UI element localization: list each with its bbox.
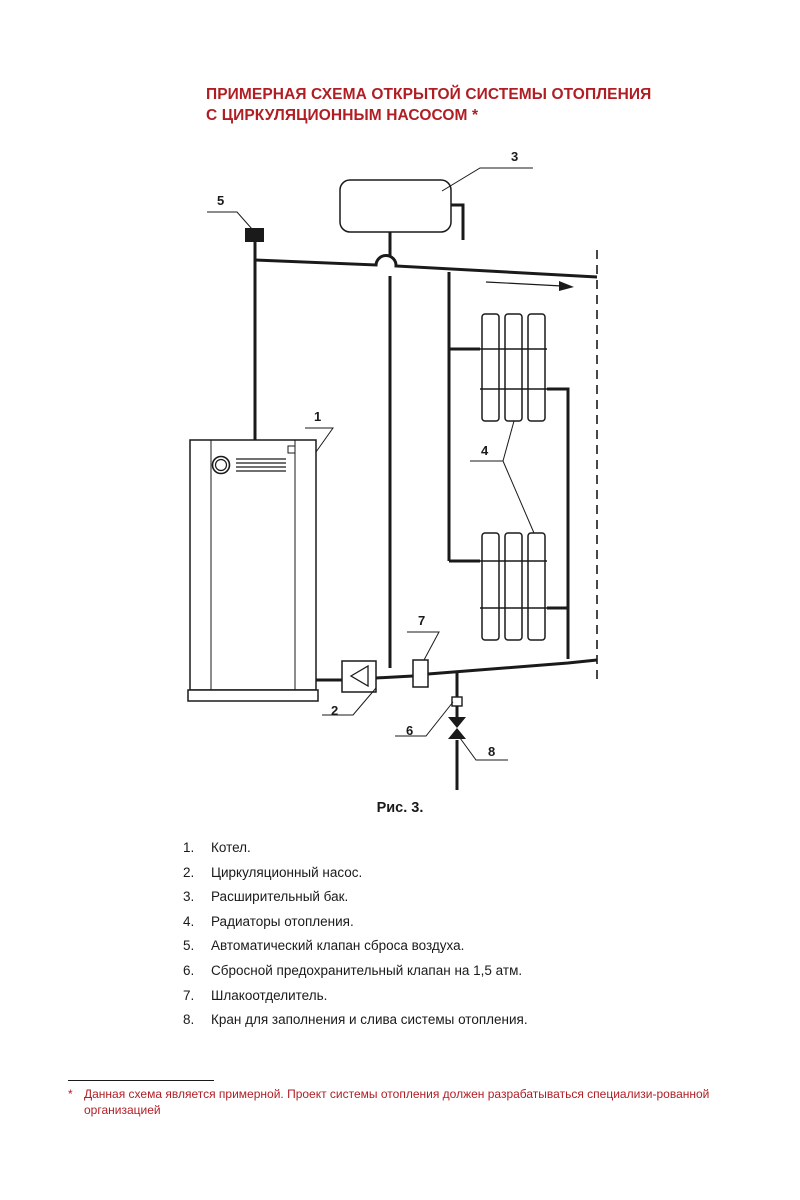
callout-6: 6 bbox=[406, 723, 413, 738]
callout-7: 7 bbox=[418, 613, 425, 628]
legend-item-text: Радиаторы отопления. bbox=[211, 913, 354, 929]
callout-5: 5 bbox=[217, 193, 224, 208]
supply-main-pipe bbox=[254, 254, 598, 279]
footnote-marker: * bbox=[68, 1087, 73, 1101]
footnote: * Данная схема является примерной. Проек… bbox=[68, 1086, 728, 1118]
legend-item: 2. Циркуляционный насос. bbox=[183, 861, 528, 886]
callout-3: 3 bbox=[511, 149, 518, 164]
boiler-icon bbox=[187, 439, 319, 702]
legend-item-text: Расширительный бак. bbox=[211, 889, 349, 905]
lower-radiator-icon bbox=[480, 532, 547, 641]
legend-item-text: Сбросной предохранительный клапан на 1,5… bbox=[211, 962, 523, 978]
safety-valve-icon bbox=[451, 696, 463, 707]
legend-item: 5. Автоматический клапан сброса воздуха. bbox=[183, 934, 528, 959]
page-title: ПРИМЕРНАЯ СХЕМА ОТКРЫТОЙ СИСТЕМЫ ОТОПЛЕН… bbox=[206, 84, 651, 126]
legend-item: 1. Котел. bbox=[183, 836, 528, 861]
callout-4: 4 bbox=[481, 443, 489, 458]
legend-item-text: Циркуляционный насос. bbox=[211, 864, 363, 880]
legend-item-text: Шлакоотделитель. bbox=[211, 987, 328, 1003]
title-line-1: ПРИМЕРНАЯ СХЕМА ОТКРЫТОЙ СИСТЕМЫ ОТОПЛЕН… bbox=[206, 86, 652, 103]
legend-item-text: Котел. bbox=[211, 840, 251, 855]
slag-separator-icon bbox=[412, 659, 429, 688]
legend-item-number: 6. bbox=[183, 962, 195, 978]
air-vent-icon bbox=[245, 228, 264, 242]
legend-item-number: 4. bbox=[183, 913, 195, 929]
callout-leader-lines bbox=[207, 167, 535, 761]
title-line-2: С ЦИРКУЛЯЦИОННЫМ НАСОСОМ * bbox=[206, 107, 479, 124]
legend-item-number: 3. bbox=[183, 889, 195, 905]
legend-item: 8. Кран для заполнения и слива системы от… bbox=[183, 1008, 528, 1033]
callout-2: 2 bbox=[331, 703, 338, 718]
footnote-divider bbox=[68, 1080, 214, 1081]
legend-item-number: 8. bbox=[183, 1012, 195, 1028]
flow-direction-arrow-icon bbox=[485, 281, 574, 291]
footnote-text: Данная схема является примерной. Проект … bbox=[84, 1087, 710, 1117]
legend-item-number: 5. bbox=[183, 938, 195, 954]
legend-list: 1. Котел. 2. Циркуляционный насос. 3. Расши… bbox=[183, 836, 528, 1033]
return-main-pipe bbox=[316, 658, 598, 682]
legend-item: 6. Сбросной предохранительный клапан на 1… bbox=[183, 959, 528, 984]
legend-item-text: Кран для заполнения и слива системы отоп… bbox=[211, 1012, 528, 1028]
circulation-pump-icon bbox=[341, 660, 377, 693]
upper-radiator-icon bbox=[480, 313, 547, 422]
legend-item-number: 7. bbox=[183, 987, 195, 1003]
legend-item-number: 2. bbox=[183, 864, 195, 880]
callout-1: 1 bbox=[314, 409, 321, 424]
legend-item-number: 1. bbox=[183, 840, 195, 855]
callout-8: 8 bbox=[488, 744, 495, 759]
radiator-return-riser-pipe bbox=[547, 387, 570, 659]
figure-caption: Рис. 3. bbox=[376, 800, 424, 816]
expansion-tank-icon bbox=[339, 179, 452, 233]
pipe-network bbox=[253, 203, 598, 790]
tank-overflow-pipe bbox=[451, 203, 465, 240]
drain-tap-icon bbox=[448, 717, 466, 739]
heating-system-diagram: 5 3 1 4 7 2 6 8 bbox=[187, 149, 598, 790]
legend-item: 4. Радиаторы отопления. bbox=[183, 910, 528, 935]
legend-item: 3. Расширительный бак. bbox=[183, 885, 528, 910]
legend-item-text: Автоматический клапан сброса воздуха. bbox=[211, 938, 465, 954]
legend-item: 7. Шлакоотделитель. bbox=[183, 984, 528, 1009]
